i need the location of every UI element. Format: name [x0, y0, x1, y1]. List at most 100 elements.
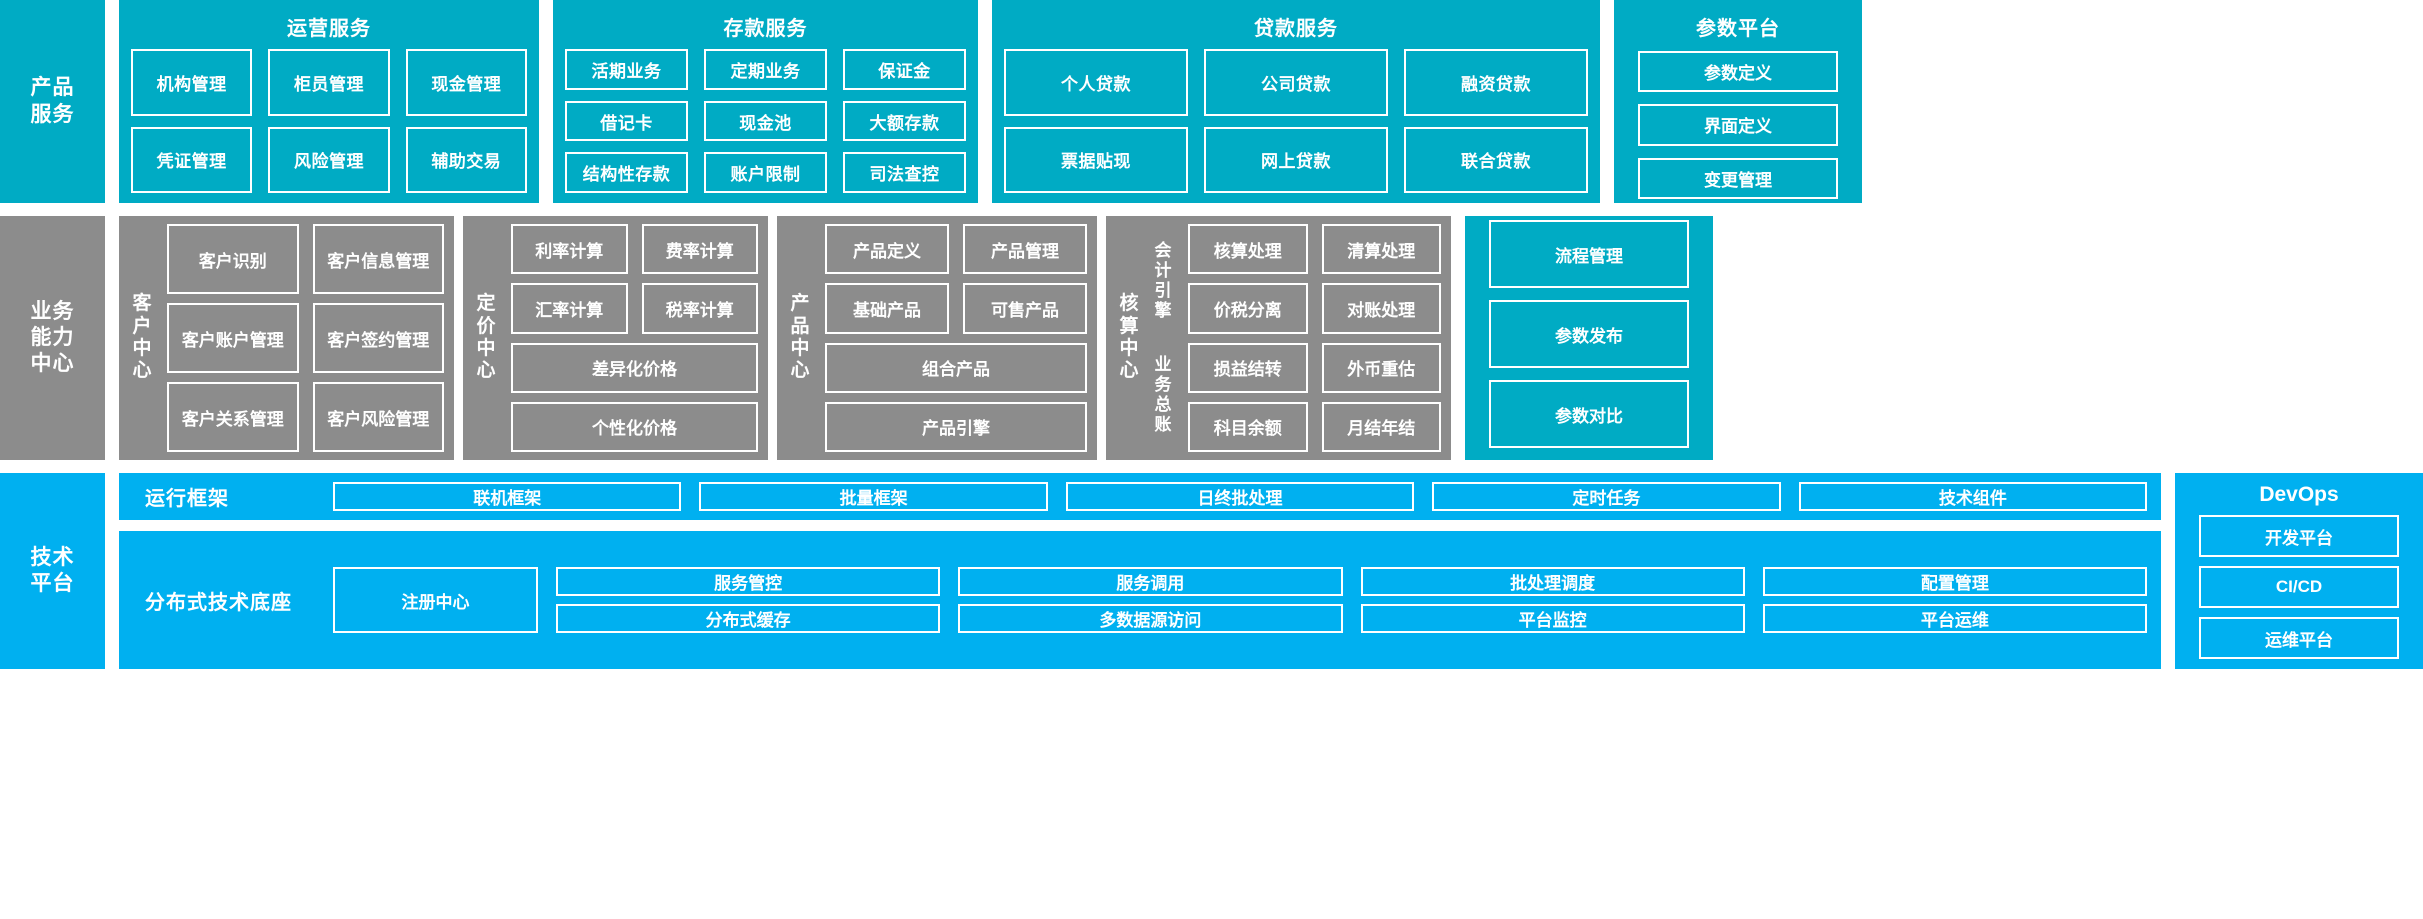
- tech-cell[interactable]: 批量框架: [699, 482, 1048, 511]
- spacer: [539, 0, 553, 203]
- label-char: 会: [1154, 240, 1172, 260]
- rail-parameter-platform-top: 参数平台 参数定义 界面定义 变更管理: [1614, 0, 1862, 203]
- capability-cell[interactable]: 对账处理: [1321, 283, 1441, 334]
- service-cell[interactable]: 账户限制: [704, 152, 827, 194]
- capability-cell[interactable]: 损益结转: [1188, 342, 1308, 393]
- capability-cell[interactable]: 客户信息管理: [312, 224, 444, 294]
- center-row: 利率计算 费率计算: [511, 224, 758, 275]
- capability-cell[interactable]: 产品定义: [825, 224, 949, 275]
- label-char: 客: [132, 293, 152, 315]
- tech-column: 服务管控 分布式缓存: [556, 567, 941, 633]
- capability-cell[interactable]: 个性化价格: [511, 401, 758, 452]
- tech-cell[interactable]: 配置管理: [1762, 567, 2147, 596]
- capability-cell[interactable]: 清算处理: [1321, 224, 1441, 275]
- service-cell[interactable]: 票据贴现: [1004, 126, 1188, 193]
- capability-cell[interactable]: 客户识别: [167, 224, 299, 294]
- service-cell[interactable]: 定期业务: [704, 49, 827, 90]
- group-row: 借记卡 现金池 大额存款: [565, 100, 966, 142]
- rail-parameter-platform-bottom: 流程管理 参数发布 参数对比: [1465, 216, 1713, 460]
- spacer: [2161, 473, 2175, 669]
- tech-cell[interactable]: 服务调用: [958, 567, 1343, 596]
- tech-column: 服务调用 多数据源访问: [958, 567, 1343, 633]
- capability-cell[interactable]: 可售产品: [963, 283, 1087, 334]
- service-cell[interactable]: 辅助交易: [405, 126, 527, 193]
- parameter-item[interactable]: 参数对比: [1489, 380, 1689, 448]
- capability-cell[interactable]: 汇率计算: [511, 283, 628, 334]
- capability-cell[interactable]: 核算处理: [1188, 224, 1308, 275]
- capability-cell[interactable]: 客户关系管理: [167, 382, 299, 452]
- capability-cell[interactable]: 价税分离: [1188, 283, 1308, 334]
- label-char: 账: [1154, 415, 1172, 435]
- tier-label-line: 平台: [30, 572, 75, 595]
- parameter-item[interactable]: 流程管理: [1489, 220, 1689, 288]
- sub-label-accounting-engine: 会 计 引 擎: [1146, 224, 1180, 338]
- spacer: [1451, 216, 1465, 460]
- service-cell[interactable]: 大额存款: [843, 100, 966, 142]
- capability-cell[interactable]: 产品引擎: [825, 401, 1087, 452]
- service-cell[interactable]: 网上贷款: [1204, 126, 1388, 193]
- service-cell[interactable]: 柜员管理: [268, 49, 390, 116]
- tech-cell[interactable]: 技术组件: [1798, 482, 2148, 511]
- service-cell[interactable]: 保证金: [843, 49, 966, 90]
- tech-cell[interactable]: 分布式缓存: [556, 604, 941, 633]
- group-deposit-service: 存款服务 活期业务 定期业务 保证金 借记卡 现金池 大额存款 结构性存款 账户…: [553, 0, 978, 203]
- accounting-sub-labels: 会 计 引 擎 业 务 总 账: [1146, 224, 1180, 452]
- capability-cell[interactable]: 基础产品: [825, 283, 949, 334]
- service-cell[interactable]: 借记卡: [565, 100, 688, 142]
- tech-cell[interactable]: 日终批处理: [1065, 482, 1415, 511]
- parameter-item[interactable]: 界面定义: [1638, 104, 1838, 146]
- tech-cell[interactable]: 批处理调度: [1360, 567, 1745, 596]
- service-cell[interactable]: 融资贷款: [1404, 49, 1588, 116]
- capability-cell[interactable]: 组合产品: [825, 342, 1087, 393]
- parameter-item[interactable]: 参数定义: [1638, 51, 1838, 93]
- devops-item[interactable]: CI/CD: [2199, 566, 2399, 608]
- devops-item[interactable]: 运维平台: [2199, 617, 2399, 659]
- service-cell[interactable]: 凭证管理: [131, 126, 253, 193]
- capability-cell[interactable]: 月结年结: [1321, 401, 1441, 452]
- capability-cell[interactable]: 利率计算: [511, 224, 628, 275]
- center-row: 汇率计算 税率计算: [511, 283, 758, 334]
- parameter-item[interactable]: 参数发布: [1489, 300, 1689, 368]
- service-cell[interactable]: 现金池: [704, 100, 827, 142]
- tech-column: 配置管理 平台运维: [1762, 567, 2147, 633]
- band-spacer: [0, 203, 2423, 216]
- tech-cell-register-center[interactable]: 注册中心: [333, 567, 538, 633]
- label-char: 核: [1119, 293, 1139, 315]
- group-operation-service: 运营服务 机构管理 柜员管理 现金管理 凭证管理 风险管理 辅助交易: [119, 0, 539, 203]
- tech-cell[interactable]: 平台监控: [1360, 604, 1745, 633]
- capability-cell[interactable]: 客户风险管理: [312, 382, 444, 452]
- parameter-item[interactable]: 变更管理: [1638, 157, 1838, 199]
- tech-cell[interactable]: 联机框架: [333, 482, 682, 511]
- center-row: 差异化价格: [511, 342, 758, 393]
- service-cell[interactable]: 活期业务: [565, 49, 688, 90]
- tech-cell[interactable]: 定时任务: [1432, 482, 1781, 511]
- center-pricing: 定 价 中 心 利率计算 费率计算 汇率计算 税率计算 差异化价格 个性化价格: [463, 216, 768, 460]
- capability-cell[interactable]: 外币重估: [1321, 342, 1441, 393]
- capability-cell[interactable]: 费率计算: [641, 224, 758, 275]
- service-cell[interactable]: 联合贷款: [1404, 126, 1588, 193]
- capability-cell[interactable]: 产品管理: [963, 224, 1087, 275]
- label-char: 中: [790, 338, 810, 359]
- tier-label-line: 能力: [30, 325, 75, 349]
- capability-cell[interactable]: 税率计算: [641, 283, 758, 334]
- service-cell[interactable]: 现金管理: [405, 49, 527, 116]
- center-row: 损益结转 外币重估: [1188, 342, 1441, 393]
- label-char: 务: [1154, 374, 1172, 394]
- tech-cell[interactable]: 服务管控: [556, 567, 941, 596]
- tech-cell[interactable]: 多数据源访问: [958, 604, 1343, 633]
- tier-product-service: 产品 服务 运营服务 机构管理 柜员管理 现金管理 凭证管理 风险管理 辅助交易: [0, 0, 2423, 203]
- service-cell[interactable]: 结构性存款: [565, 152, 688, 194]
- service-cell[interactable]: 司法查控: [843, 152, 966, 194]
- devops-item[interactable]: 开发平台: [2199, 515, 2399, 557]
- spacer: [105, 0, 119, 203]
- service-cell[interactable]: 机构管理: [131, 49, 253, 116]
- capability-cell[interactable]: 客户账户管理: [167, 303, 299, 373]
- center-row: 组合产品: [825, 342, 1087, 393]
- service-cell[interactable]: 个人贷款: [1004, 49, 1188, 116]
- service-cell[interactable]: 公司贷款: [1204, 49, 1388, 116]
- tech-cell[interactable]: 平台运维: [1762, 604, 2147, 633]
- capability-cell[interactable]: 客户签约管理: [312, 303, 444, 373]
- service-cell[interactable]: 风险管理: [268, 126, 390, 193]
- capability-cell[interactable]: 科目余额: [1188, 401, 1308, 452]
- capability-cell[interactable]: 差异化价格: [511, 342, 758, 393]
